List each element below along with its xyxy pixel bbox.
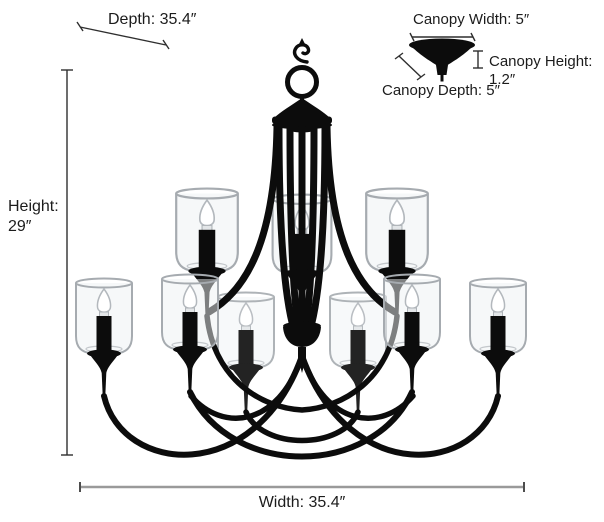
- height-label: Height: 29″: [8, 198, 59, 235]
- canopy-drawing: [409, 38, 475, 82]
- canopy-width-label: Canopy Width: 5″: [413, 11, 530, 28]
- canopy-height-label: Canopy Height: 1.2″: [489, 53, 593, 88]
- depth-label: Depth: 35.4″: [108, 11, 197, 28]
- width-label: Width: 35.4″: [258, 494, 346, 511]
- depth-dimension-line: [76, 21, 170, 50]
- dimension-lines: [61, 21, 525, 492]
- swag-arms: [101, 313, 501, 460]
- center-hub: [283, 321, 321, 373]
- hanging-hook: [272, 38, 332, 133]
- canopy-height-dimension-line: [473, 50, 483, 69]
- canopy-depth-label: Canopy Depth: 5″: [382, 82, 500, 99]
- chandelier-illustration: [75, 38, 527, 460]
- width-dimension-line: [79, 482, 525, 492]
- canopy-depth-dimension-line: [394, 52, 426, 81]
- column-rods: [205, 123, 399, 338]
- canopy-width-dimension-line: [409, 32, 476, 42]
- height-dimension-line: [61, 69, 73, 456]
